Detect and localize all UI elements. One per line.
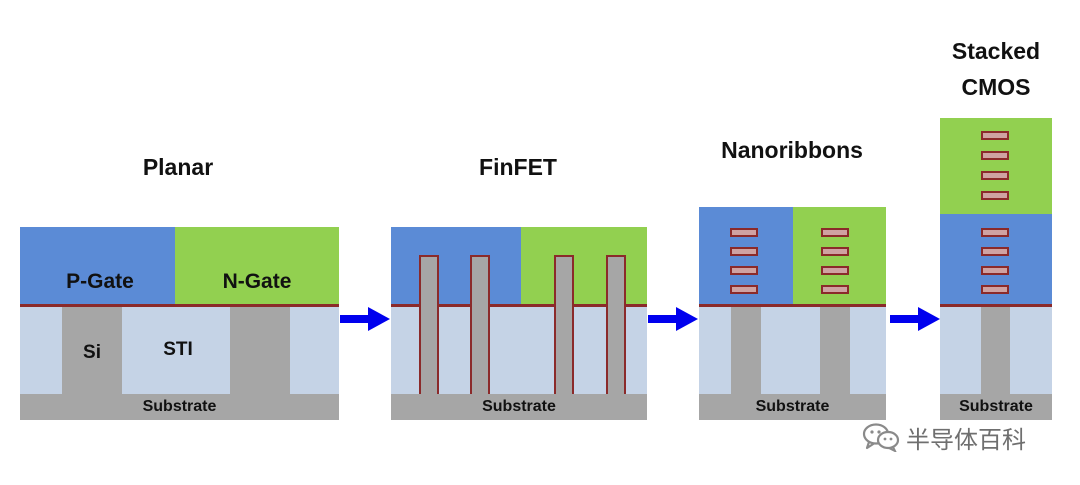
nanosheet [981,131,1009,140]
arrow-right-icon [890,307,940,331]
p-gate-label: P-Gate [66,270,134,293]
finfet-gate-oxide [391,304,647,307]
nanoribbons-gate-oxide [699,304,886,307]
nanosheet [821,247,849,256]
nanosheet [981,191,1009,200]
nanoribbons-si-right [820,307,850,394]
stacked-cmos-title-line1: Stacked [951,38,1041,64]
planar-gate-oxide [20,304,339,307]
finfet-substrate-label: Substrate [482,398,556,415]
stacked-si [981,307,1010,394]
finfet-fin [419,255,439,394]
planar-substrate-label: Substrate [142,398,217,415]
si-label: Si [83,342,101,363]
nanosheet [981,247,1009,256]
nanoribbons-substrate [699,394,886,420]
arrow-right-icon [648,307,698,331]
finfet-fin [606,255,626,394]
planar-n-gate [175,227,339,305]
nanosheet [981,285,1009,294]
stacked-substrate-label: Substrate [959,398,1033,415]
nanosheet [981,266,1009,275]
finfet-fin [554,255,574,394]
arrow-right-icon [340,307,390,331]
finfet-title: FinFET [479,154,557,180]
finfet-fin [470,255,490,394]
wechat-icon [862,423,900,452]
nanoribbons-sti [699,307,886,394]
planar-si-left [62,307,122,394]
nanosheet [821,266,849,275]
sti-label: STI [163,339,193,360]
finfet-p-gate [391,227,521,305]
nanoribbons-si-left [731,307,761,394]
watermark-text: 半导体百科 [906,425,1026,454]
nanoribbons-title: Nanoribbons [721,137,863,163]
planar-si-right [230,307,290,394]
nanosheet [821,228,849,237]
stacked-cmos-title-line2: CMOS [961,74,1031,100]
nanoribbons-substrate-label: Substrate [755,398,830,415]
stacked-substrate [940,394,1052,420]
finfet-n-gate [521,227,647,305]
nanosheet [981,228,1009,237]
nanosheet [981,151,1009,160]
stacked-gate-oxide [940,304,1052,307]
planar-substrate [20,394,339,420]
nanosheet [730,285,758,294]
planar-p-gate [20,227,175,305]
nanosheet [730,228,758,237]
planar-title: Planar [142,154,214,180]
nanosheet [821,285,849,294]
watermark: 半导体百科 [862,420,1026,454]
finfet-substrate [391,394,647,420]
nanosheet [730,247,758,256]
nanosheet [981,171,1009,180]
n-gate-label: N-Gate [222,270,292,293]
nanosheet [730,266,758,275]
